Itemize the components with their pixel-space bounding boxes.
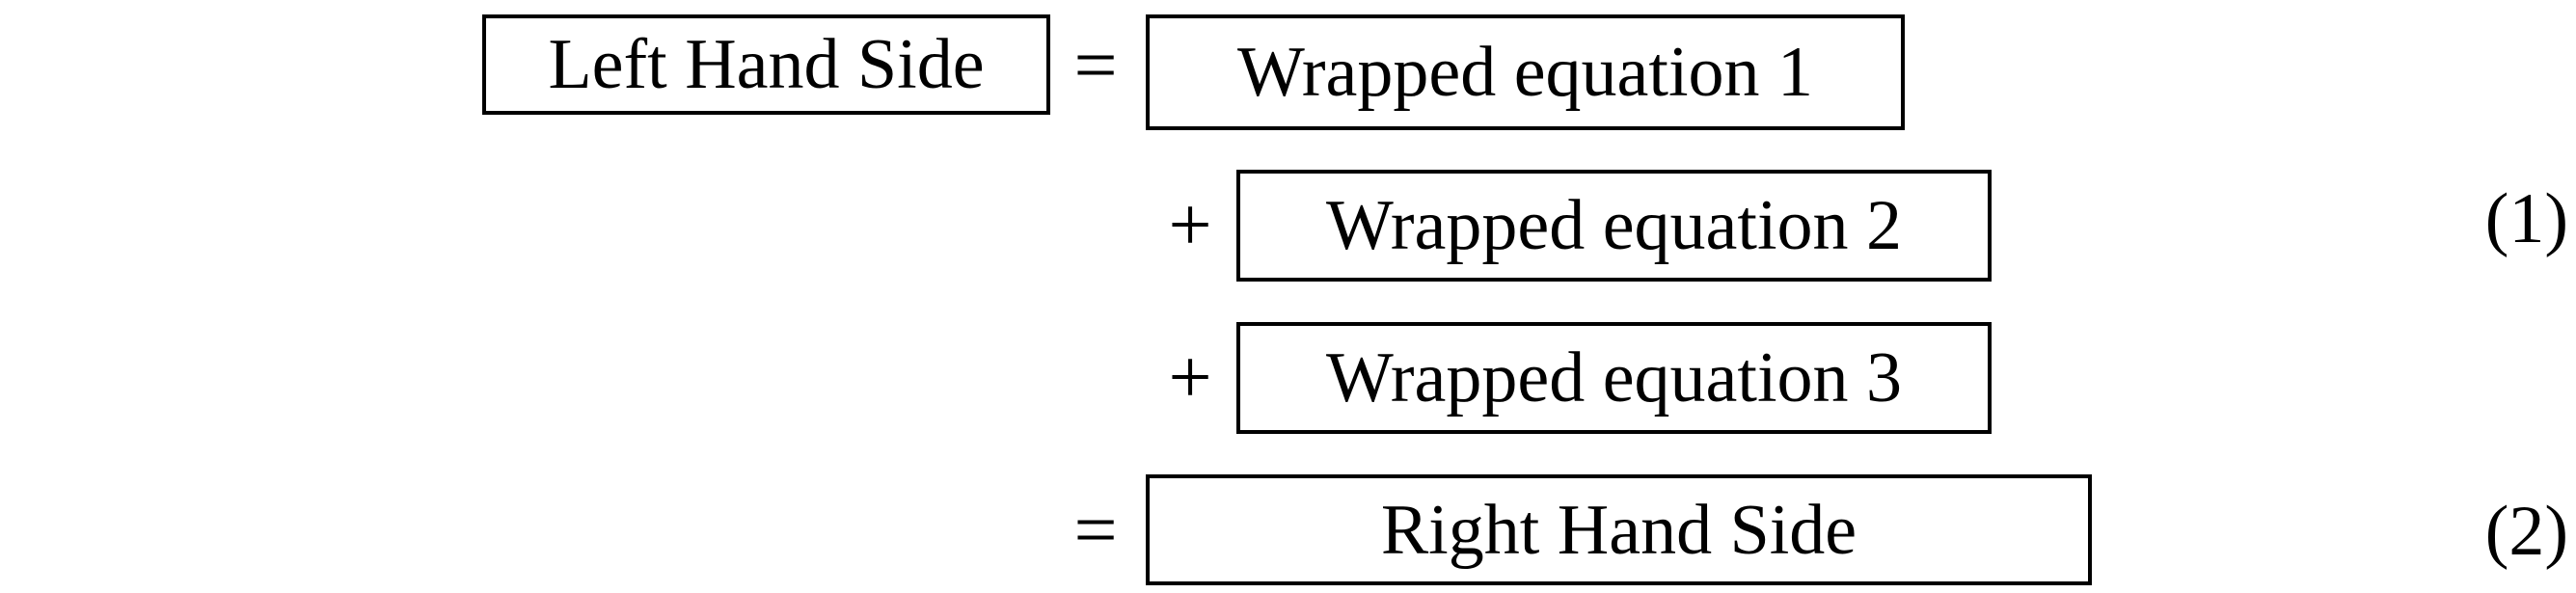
wrapped-equation-2-box: Wrapped equation 2 [1236, 170, 1992, 282]
wrapped-equation-1-label: Wrapped equation 1 [1236, 33, 1814, 112]
left-hand-side-label: Left Hand Side [548, 25, 985, 104]
wrapped-equation-2-label: Wrapped equation 2 [1325, 186, 1903, 265]
equation-number-1: (1) [2484, 179, 2568, 258]
equals-sign-row1: = [1073, 23, 1118, 108]
right-hand-side-box: Right Hand Side [1146, 474, 2092, 585]
right-hand-side-label: Right Hand Side [1380, 490, 1857, 570]
plus-sign-row3: + [1168, 336, 1212, 420]
plus-sign-row2: + [1168, 183, 1212, 268]
wrapped-equation-1-box: Wrapped equation 1 [1146, 14, 1905, 130]
equals-sign-row4: = [1073, 488, 1118, 573]
wrapped-equation-3-box: Wrapped equation 3 [1236, 322, 1992, 434]
left-hand-side-box: Left Hand Side [482, 14, 1050, 115]
equation-number-2: (2) [2484, 492, 2568, 571]
wrapped-equation-3-label: Wrapped equation 3 [1325, 338, 1903, 418]
